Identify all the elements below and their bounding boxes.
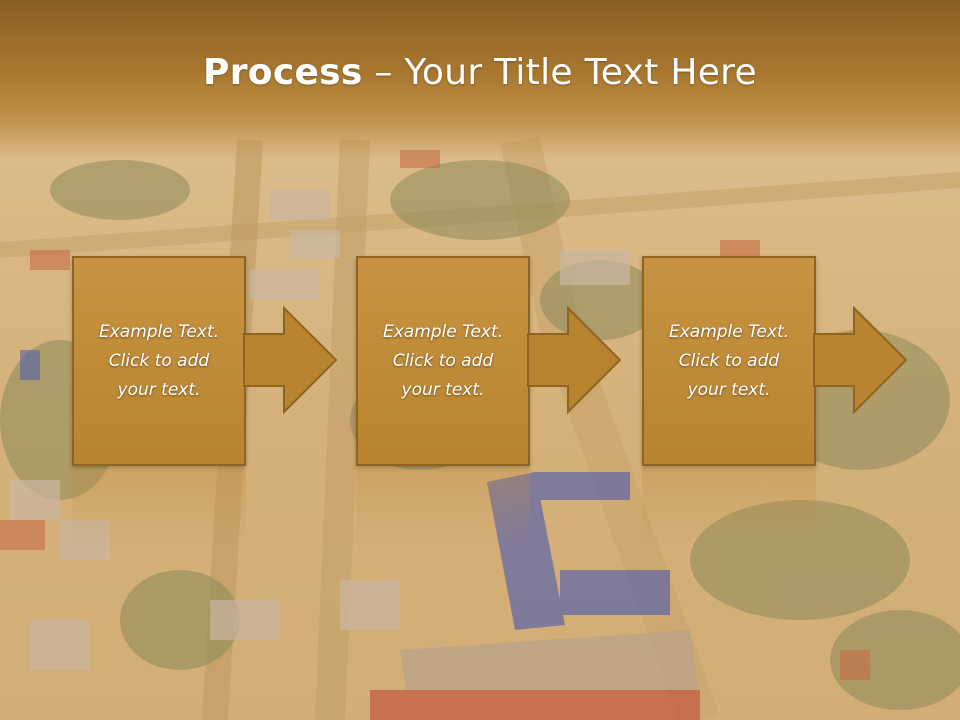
title-band bbox=[0, 0, 960, 160]
step-text[interactable]: Example Text. Click to add your text. bbox=[668, 321, 790, 400]
step-reflection bbox=[642, 468, 816, 548]
step-reflection bbox=[356, 468, 530, 548]
step-text[interactable]: Example Text. Click to add your text. bbox=[98, 321, 220, 400]
process-step-2[interactable]: Example Text. Click to add your text. bbox=[356, 256, 626, 466]
right-arrow-icon bbox=[527, 306, 622, 414]
step-box[interactable]: Example Text. Click to add your text. bbox=[72, 256, 246, 466]
title-rest: – Your Title Text Here bbox=[362, 52, 757, 93]
step-text[interactable]: Example Text. Click to add your text. bbox=[382, 321, 504, 400]
title-bold: Process bbox=[203, 52, 363, 93]
slide-title[interactable]: Process – Your Title Text Here bbox=[0, 52, 960, 93]
right-arrow-icon bbox=[813, 306, 908, 414]
process-step-1[interactable]: Example Text. Click to add your text. bbox=[72, 256, 342, 466]
step-box[interactable]: Example Text. Click to add your text. bbox=[356, 256, 530, 466]
process-step-3[interactable]: Example Text. Click to add your text. bbox=[642, 256, 912, 466]
step-box[interactable]: Example Text. Click to add your text. bbox=[642, 256, 816, 466]
right-arrow-icon bbox=[243, 306, 338, 414]
step-reflection bbox=[72, 468, 246, 548]
